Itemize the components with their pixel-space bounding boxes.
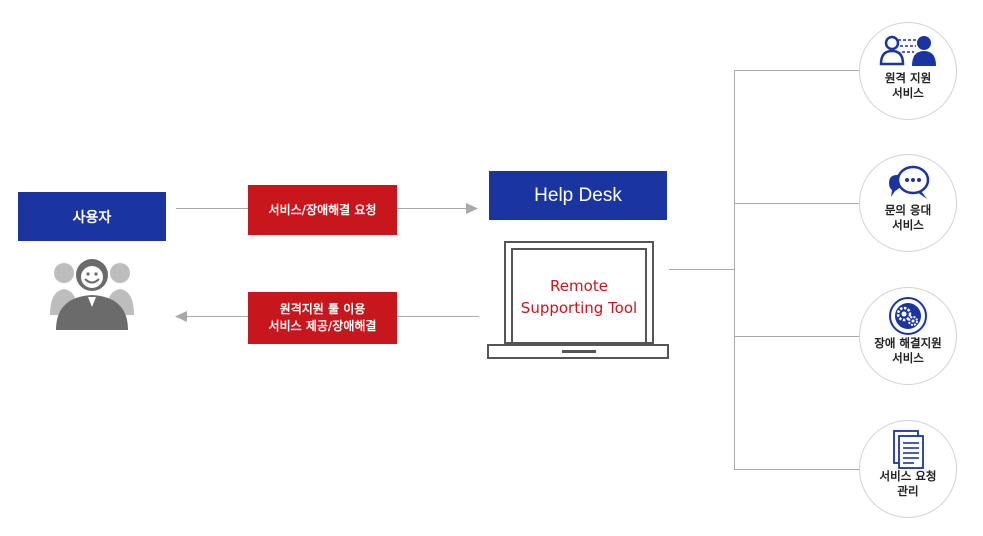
gear-badge-icon — [886, 296, 930, 336]
connector-branch-2 — [734, 203, 859, 204]
connector-branch-1 — [734, 70, 859, 71]
service-4-line1: 서비스 요청 — [879, 469, 937, 483]
service-remote-support: 원격 지원 서비스 — [859, 22, 957, 120]
service-1-line2: 서비스 — [892, 86, 924, 100]
service-2-line2: 서비스 — [892, 218, 924, 232]
help-desk-box: Help Desk — [489, 171, 667, 220]
service-4-line2: 관리 — [897, 484, 919, 498]
service-3-line2: 서비스 — [892, 351, 924, 365]
response-label-box: 원격지원 툴 이용 서비스 제공/장애해결 — [248, 292, 397, 344]
service-1-line1: 원격 지원 — [884, 71, 932, 85]
remote-users-icon — [878, 31, 938, 71]
help-desk-label: Help Desk — [534, 184, 622, 206]
tool-label-line2: Supporting Tool — [520, 299, 638, 317]
chat-bubbles-icon — [883, 163, 933, 203]
laptop-screen: Remote Supporting Tool — [511, 248, 647, 344]
user-group-icon — [48, 255, 136, 330]
laptop-trackpad — [562, 350, 596, 353]
connector-branch-3 — [734, 336, 859, 337]
response-arrowhead — [175, 311, 187, 322]
request-label-box: 서비스/장애해결 요청 — [248, 185, 397, 235]
tool-label-line1: Remote — [550, 277, 608, 295]
service-inquiry: 문의 응대 서비스 — [859, 154, 957, 252]
service-request-management: 서비스 요청 관리 — [859, 420, 957, 518]
service-troubleshoot: 장애 해결지원 서비스 — [859, 287, 957, 385]
connector-branch-4 — [734, 469, 859, 470]
request-label: 서비스/장애해결 요청 — [268, 202, 377, 217]
service-2-line1: 문의 응대 — [884, 203, 932, 217]
document-list-icon — [888, 429, 928, 469]
response-label-line2: 서비스 제공/장애해결 — [268, 319, 377, 333]
response-label-line1: 원격지원 툴 이용 — [279, 302, 366, 316]
request-arrowhead — [466, 203, 478, 214]
connector-trunk — [734, 70, 735, 470]
user-label: 사용자 — [72, 209, 112, 226]
service-3-line1: 장애 해결지원 — [874, 336, 942, 350]
laptop-icon — [504, 241, 654, 344]
user-box: 사용자 — [18, 192, 166, 241]
connector-main — [669, 269, 734, 270]
